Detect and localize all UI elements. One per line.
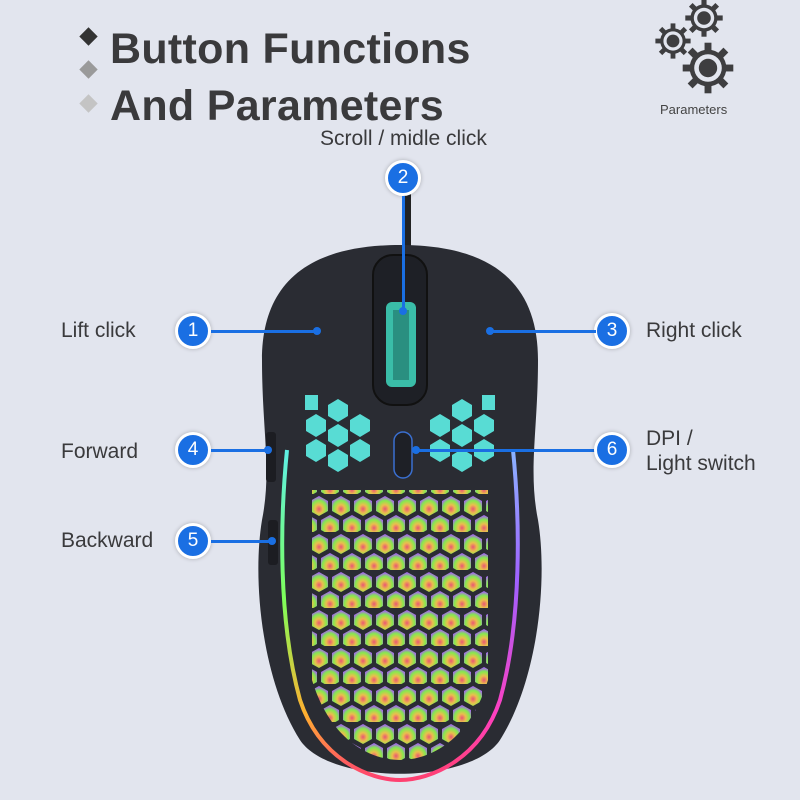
callout-badge-4[interactable]: 4 <box>175 432 211 468</box>
page-title-line-1: Button Functions <box>110 25 471 73</box>
callout-badge-5[interactable]: 5 <box>175 523 211 559</box>
callout-label-dpi-line1: DPI / <box>646 427 693 450</box>
parameters-label: Parameters <box>660 102 728 117</box>
callout-label-forward: Forward <box>61 440 139 463</box>
callout-label-dpi-line2: Light switch <box>646 452 756 476</box>
callout-dot-1 <box>313 327 321 335</box>
callout-label-backward: Backward <box>61 529 154 552</box>
callout-label-dpi: DPI / Light switch <box>646 426 756 476</box>
page-title-line-2: And Parameters <box>110 82 445 130</box>
callout-leader-6 <box>416 449 598 452</box>
callout-leader-3 <box>490 330 596 333</box>
callout-badge-6[interactable]: 6 <box>594 432 630 468</box>
callout-dot-5 <box>268 537 276 545</box>
callout-leader-4 <box>211 449 267 452</box>
callout-badge-3[interactable]: 3 <box>594 313 630 349</box>
callout-leader-1 <box>211 330 317 333</box>
callout-label-lift-click: Lift click <box>61 319 136 342</box>
callout-label-right-click: Right click <box>646 319 742 342</box>
callout-badge-2[interactable]: 2 <box>385 160 421 196</box>
callout-dot-4 <box>264 446 272 454</box>
callout-badge-1[interactable]: 1 <box>175 313 211 349</box>
callout-dot-3 <box>486 327 494 335</box>
callout-label-scroll: Scroll / midle click <box>320 127 487 150</box>
callout-dot-2 <box>399 307 407 315</box>
callout-leader-2 <box>402 196 405 308</box>
callout-leader-5 <box>211 540 271 543</box>
